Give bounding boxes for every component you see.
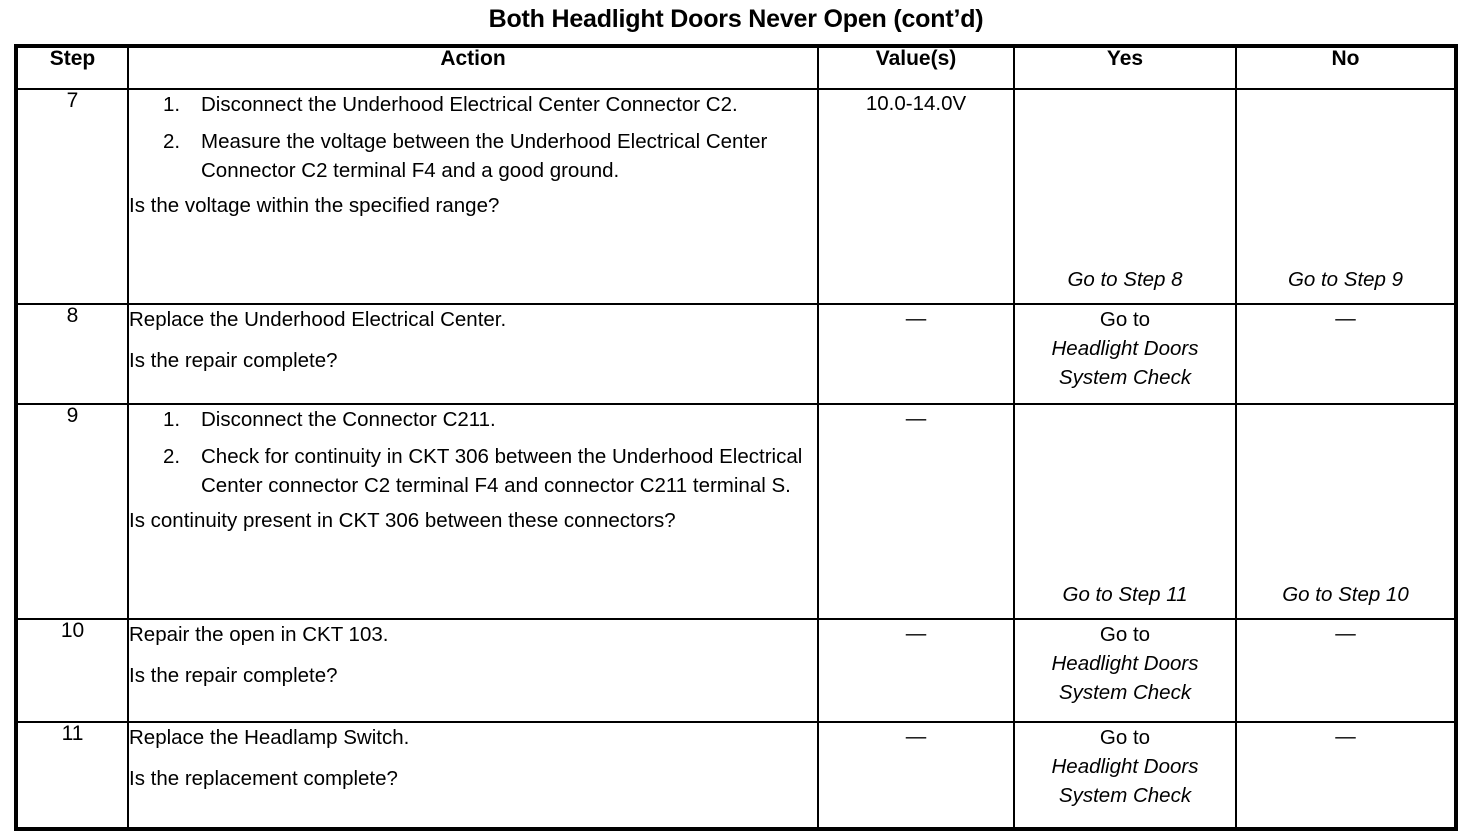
yes-lead: Go to [1099,726,1151,749]
yes-target: Headlight Doors System Check [1051,652,1199,704]
table-row: 10 Repair the open in CKT 103. Is the re… [15,618,1457,723]
action-question: Is the repair complete? [129,664,338,687]
yes-target: Go to Step 11 [1062,583,1188,606]
list-item: 2. Check for continuity in CKT 306 betwe… [129,442,817,500]
action-statement: Repair the open in CKT 103. [129,623,389,646]
yes-cell: Go to Headlight Doors System Check [1013,721,1237,830]
action-cell: Replace the Headlamp Switch. Is the repl… [127,721,819,830]
step-number: 8 [15,303,129,405]
diagnostic-flow-table: Step Action Value(s) Yes No 7 1. Disconn… [14,44,1458,831]
yes-cell: Go to Step 11 [1013,403,1237,620]
action-statement: Replace the Underhood Electrical Center. [129,308,507,331]
column-header-no: No [1235,45,1457,90]
no-target: Go to Step 9 [1287,268,1404,291]
no-cell: — [1235,303,1457,405]
value-cell: 10.0-14.0V [817,88,1015,305]
action-cell: 1. Disconnect the Underhood Electrical C… [127,88,819,305]
value-cell: — [817,303,1015,405]
yes-target: Headlight Doors System Check [1051,755,1199,807]
list-item: 1. Disconnect the Underhood Electrical C… [129,90,817,119]
list-item: 1. Disconnect the Connector C211. [129,405,817,434]
table-header-row: Step Action Value(s) Yes No [15,45,1457,90]
yes-cell: Go to Headlight Doors System Check [1013,303,1237,405]
yes-target: Headlight Doors System Check [1051,337,1199,389]
action-statement: Replace the Headlamp Switch. [129,726,410,749]
table-row: 11 Replace the Headlamp Switch. Is the r… [15,721,1457,830]
action-question: Is the repair complete? [129,349,338,372]
table-row: 9 1. Disconnect the Connector C211. 2. C… [15,403,1457,620]
page-title: Both Headlight Doors Never Open (cont’d) [488,5,984,33]
value-cell: — [817,618,1015,723]
list-marker: 1. [163,93,181,116]
no-cell: — [1235,721,1457,830]
no-target: Go to Step 10 [1282,583,1409,606]
value-cell: — [817,721,1015,830]
yes-cell: Go to Headlight Doors System Check [1013,618,1237,723]
action-question: Is the replacement complete? [129,767,398,790]
no-cell: — [1235,618,1457,723]
list-item: 2. Measure the voltage between the Under… [129,127,817,185]
action-step-list: 1. Disconnect the Connector C211. 2. Che… [129,405,817,500]
yes-target: Go to Step 8 [1067,268,1183,291]
value-cell: — [817,403,1015,620]
no-cell: Go to Step 10 [1235,403,1457,620]
yes-lead: Go to [1099,308,1151,331]
list-item-text: Measure the voltage between the Underhoo… [201,130,768,182]
list-marker: 2. [163,445,181,468]
column-header-yes: Yes [1013,45,1237,90]
action-cell: Replace the Underhood Electrical Center.… [127,303,819,405]
yes-lead: Go to [1099,623,1151,646]
column-header-values: Value(s) [817,45,1015,90]
action-question: Is the voltage within the specified rang… [129,194,500,217]
list-marker: 2. [163,130,181,153]
column-header-step: Step [15,45,129,90]
table-row: 7 1. Disconnect the Underhood Electrical… [15,88,1457,305]
list-marker: 1. [163,408,181,431]
table-row: 8 Replace the Underhood Electrical Cente… [15,303,1457,405]
action-cell: Repair the open in CKT 103. Is the repai… [127,618,819,723]
step-number: 7 [15,88,129,305]
action-question: Is continuity present in CKT 306 between… [129,509,676,532]
column-header-action: Action [127,45,819,90]
list-item-text: Disconnect the Underhood Electrical Cent… [201,93,738,116]
step-number: 10 [15,618,129,723]
step-number: 9 [15,403,129,620]
step-number: 11 [15,721,129,830]
action-step-list: 1. Disconnect the Underhood Electrical C… [129,90,817,185]
list-item-text: Disconnect the Connector C211. [201,408,496,431]
no-cell: Go to Step 9 [1235,88,1457,305]
action-cell: 1. Disconnect the Connector C211. 2. Che… [127,403,819,620]
yes-cell: Go to Step 8 [1013,88,1237,305]
list-item-text: Check for continuity in CKT 306 between … [201,445,803,497]
